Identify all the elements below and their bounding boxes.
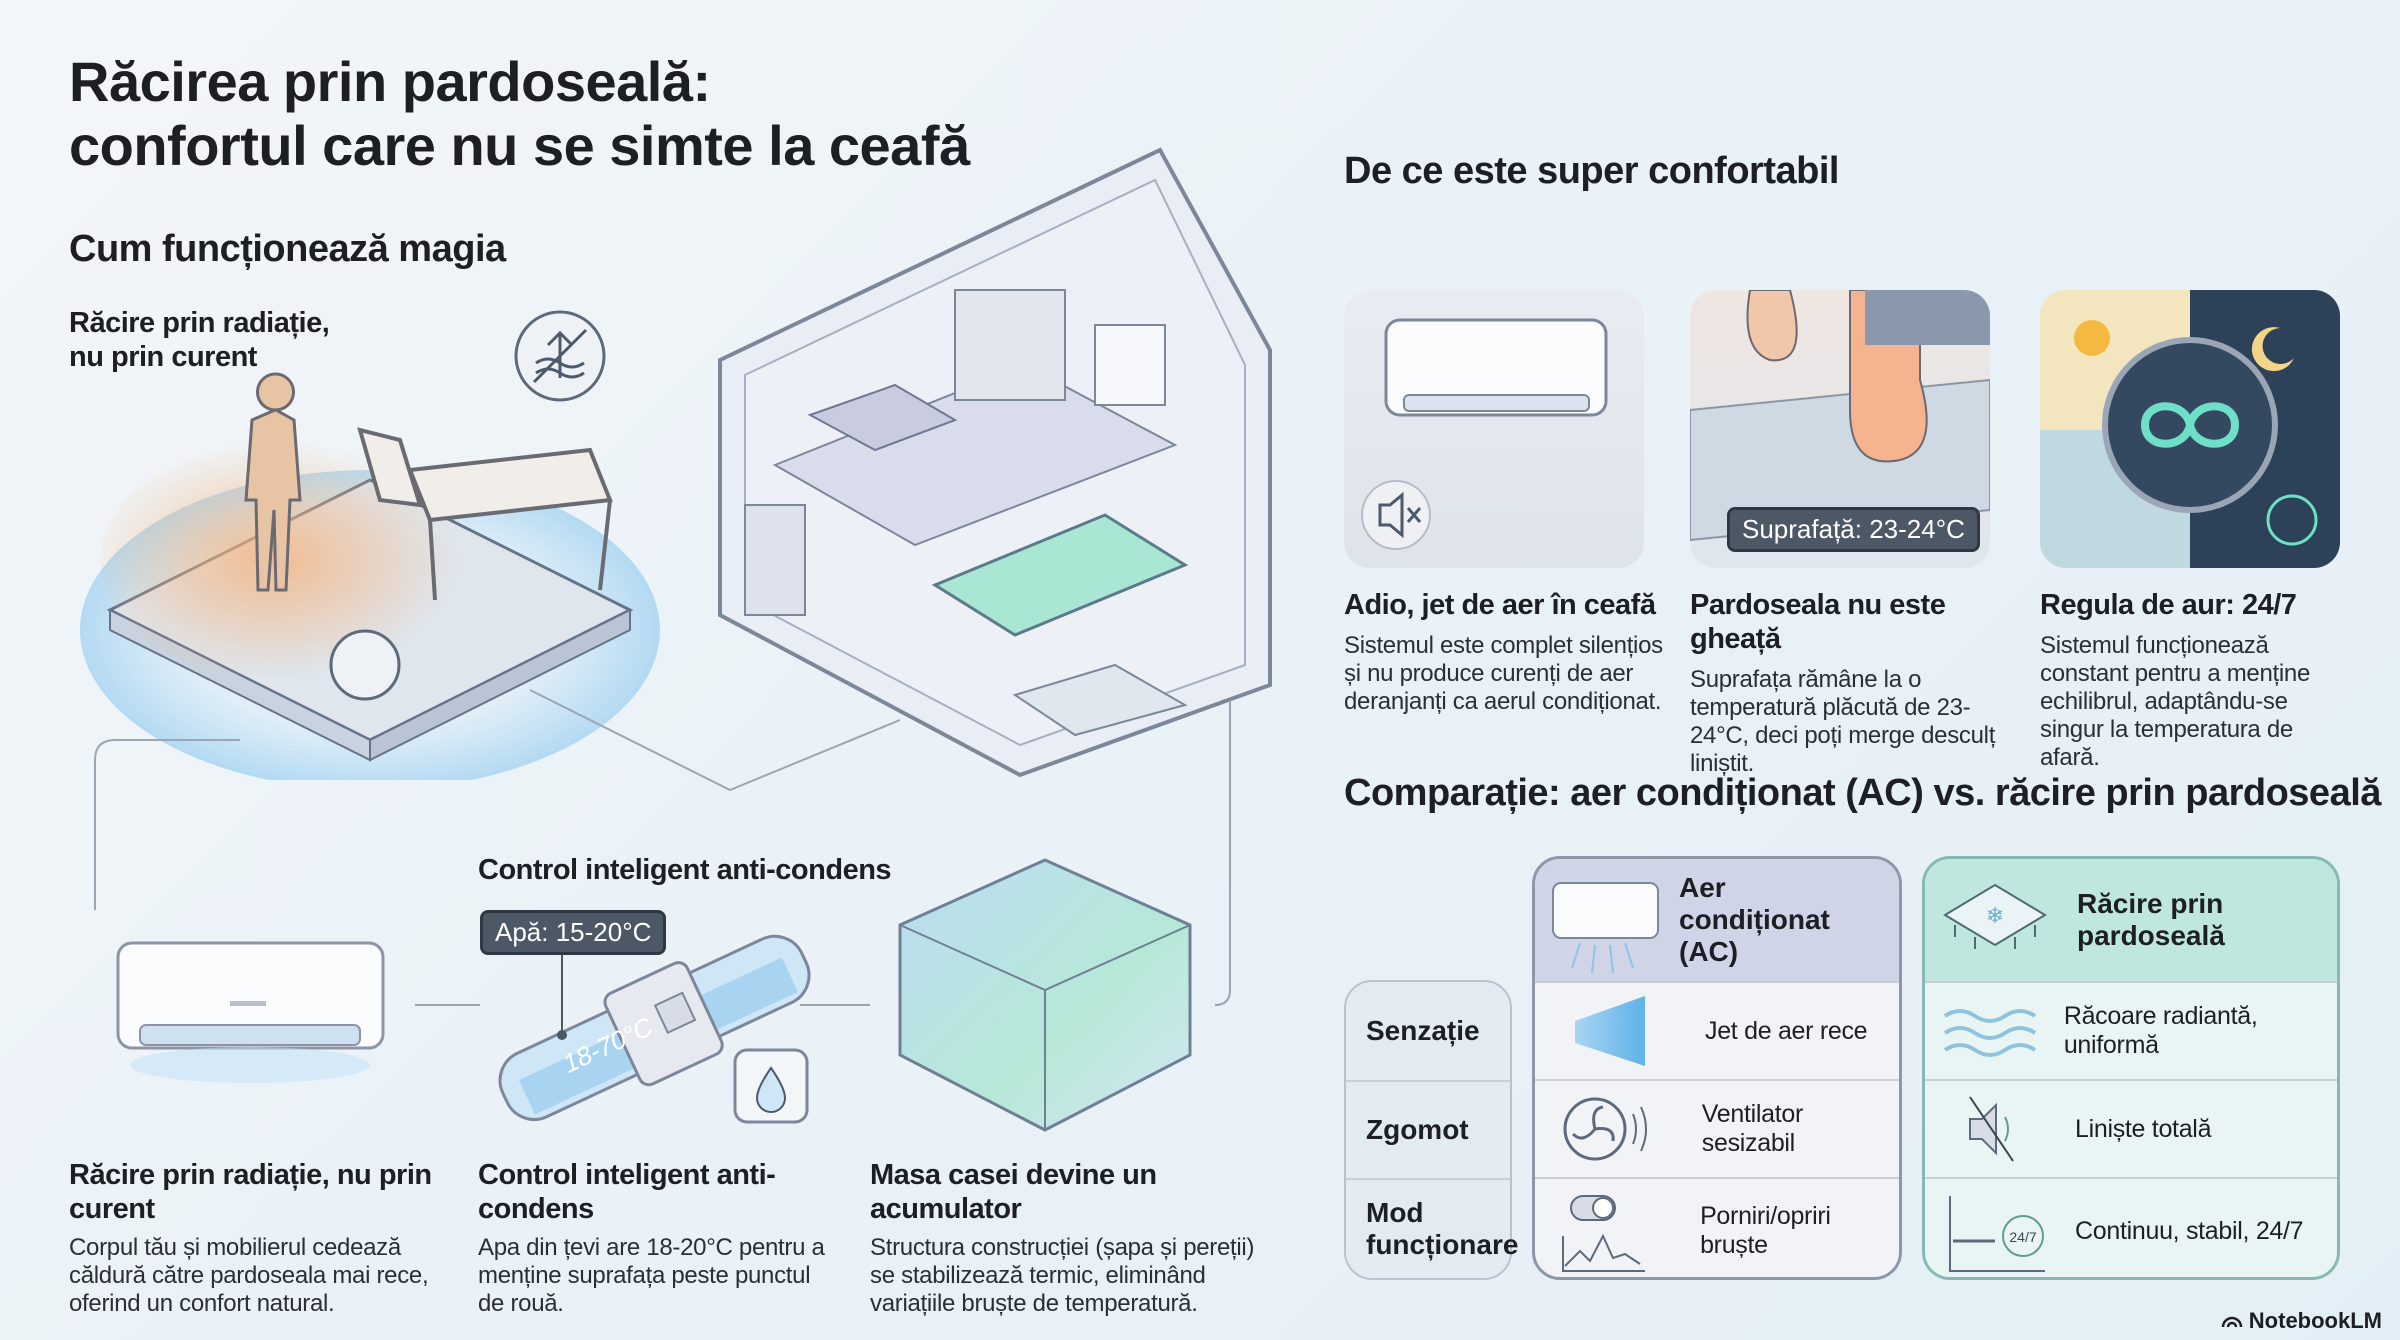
thermal-mass-cube-illustration [898, 858, 1192, 1132]
floor-header: Răcire prin pardoseală [2077, 888, 2225, 951]
radiant-waves-icon [1943, 1009, 2037, 1057]
house-cutaway-illustration [718, 147, 1272, 778]
ac-unit-illustration [116, 941, 385, 1083]
mute-icon [1361, 480, 1431, 550]
page-title: Răcirea prin pardoseală:confortul care n… [69, 50, 970, 177]
continuous-247-icon: 24/7 [1949, 1196, 2045, 1272]
control-heading: Control inteligent anti-condens [478, 854, 892, 886]
radiation-label: Răcire prin radiație,nu prin curent [69, 307, 330, 373]
power-icon [2266, 494, 2318, 546]
ac-header: Aer condiționat (AC) [1679, 872, 1830, 967]
svg-text:❄: ❄ [1986, 903, 2004, 928]
infinity-icon [2140, 402, 2240, 448]
muted-speaker-icon [1969, 1096, 2014, 1162]
card-247-clock-image [2040, 290, 2340, 568]
row-label-operating-mode: Mod funcționare [1346, 1178, 1518, 1278]
notebooklm-logo: NotebookLM [2221, 1308, 2382, 1334]
floor-cooling-illustration [80, 372, 660, 780]
water-temp-tag: Apă: 15-20°C [480, 910, 667, 955]
radiation-icon [329, 629, 401, 701]
comparison-column-ac: Aer condiționat (AC) Jet de aer rece Ven… [1532, 856, 1902, 1280]
svg-text:24/7: 24/7 [2009, 1229, 2036, 1245]
no-air-current-icon [514, 310, 606, 402]
on-off-toggle-icon [1562, 1195, 1645, 1272]
comparison-row-labels: Senzație Zgomot Mod funcționare [1344, 980, 1518, 1280]
pipe-illustration [498, 934, 811, 1124]
card-no-air-jet-image [1344, 290, 1644, 568]
row-label-sensation: Senzație [1366, 1015, 1480, 1046]
fan-icon [1563, 1097, 1647, 1161]
ac-unit-icon [1552, 882, 1659, 974]
how-it-works-heading: Cum funcționează magia [69, 228, 506, 270]
comparison-heading: Comparație: aer condiționat (AC) vs. răc… [1344, 772, 2381, 814]
comfort-heading: De ce este super confortabil [1344, 150, 1839, 192]
surface-temp-tag: Suprafață: 23-24°C [1727, 507, 1980, 552]
comparison-column-floor: ❄ Răcire prin pardoseală Răcoare radiant… [1922, 856, 2340, 1280]
row-label-noise: Zgomot [1346, 1080, 1510, 1178]
floor-snowflake-icon: ❄ [1943, 883, 2047, 949]
cold-air-jet-icon [1575, 996, 1645, 1066]
